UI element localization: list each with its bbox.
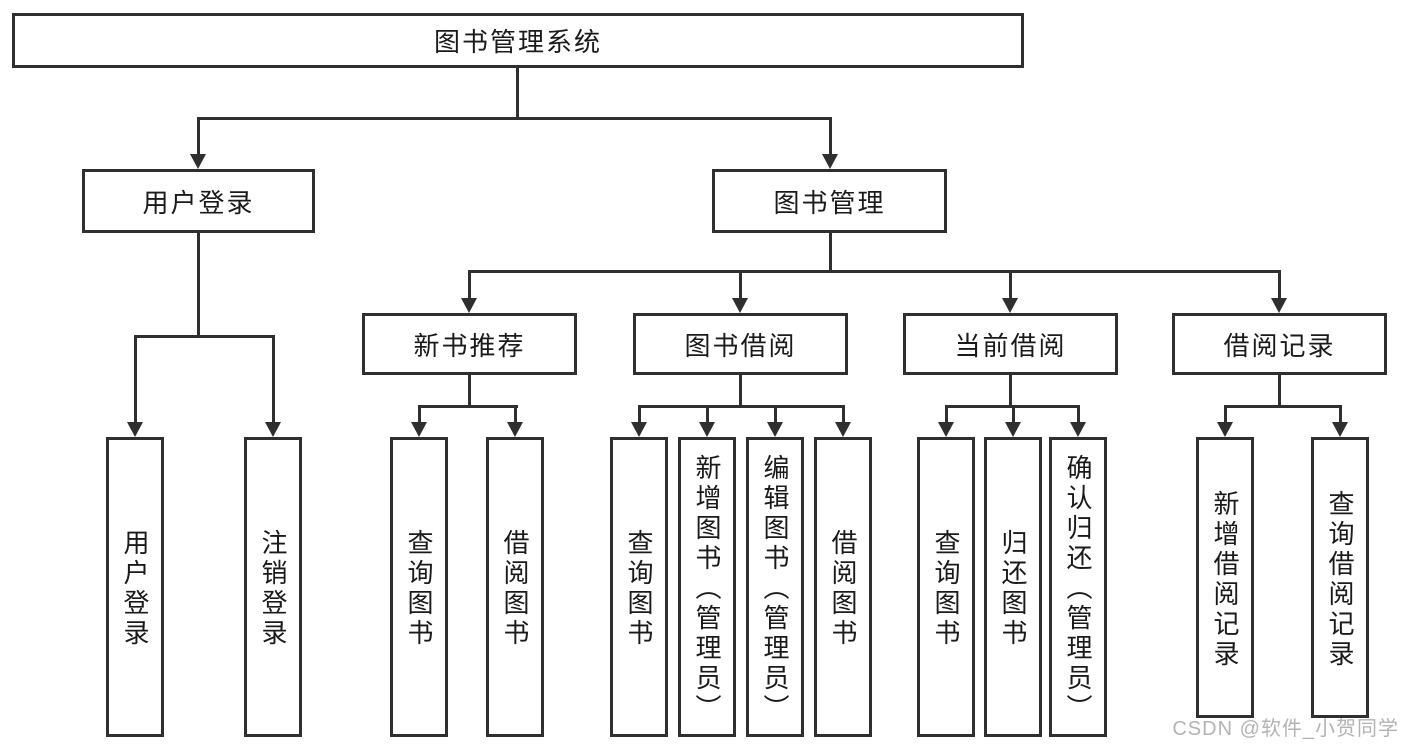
node-root: 图书管理系统 — [12, 13, 1024, 68]
leaf-search-books-recommend: 查询图书 — [390, 437, 448, 737]
connector-root-hline — [197, 117, 832, 120]
arrow-down-icon — [127, 422, 143, 437]
leaf-user-login: 用户登录 — [106, 437, 164, 737]
connector-g1-vline — [468, 374, 471, 408]
connector-g2-stem-1 — [638, 405, 641, 424]
leaf-return-book: 归还图书 — [984, 437, 1042, 737]
connector-root-stem-left — [197, 117, 200, 155]
connector-mgmt-stem-1 — [468, 270, 471, 300]
arrow-down-icon — [1070, 422, 1086, 437]
node-user-login: 用户登录 — [82, 169, 315, 233]
connector-g2-stem-2 — [706, 405, 709, 424]
connector-g3-stem-3 — [1077, 405, 1080, 424]
node-book-borrowing: 图书借阅 — [633, 313, 848, 375]
arrow-down-icon — [461, 298, 477, 313]
node-book-management: 图书管理 — [712, 169, 947, 233]
leaf-confirm-return-admin: 确认归还（管理员） — [1049, 437, 1107, 737]
connector-g4-hline — [1224, 405, 1341, 408]
connector-g2-stem-4 — [842, 405, 845, 424]
connector-root-stem-right — [829, 117, 832, 155]
node-new-book-recommend: 新书推荐 — [362, 313, 577, 375]
arrow-down-icon — [1005, 422, 1021, 437]
arrow-down-icon — [631, 422, 647, 437]
arrow-down-icon — [822, 154, 838, 169]
connector-mgmt-stem-4 — [1278, 270, 1281, 300]
arrow-down-icon — [507, 422, 523, 437]
leaf-add-book-admin: 新增图书（管理员） — [678, 437, 736, 737]
arrow-down-icon — [835, 422, 851, 437]
connector-g1-stem-1 — [418, 405, 421, 424]
connector-login-stem-2 — [272, 335, 275, 424]
connector-g4-stem-2 — [1339, 405, 1342, 424]
connector-g1-stem-2 — [514, 405, 517, 424]
connector-login-stem-1 — [134, 335, 137, 424]
node-borrowing-records: 借阅记录 — [1172, 313, 1387, 375]
connector-mgmt-hline — [468, 270, 1281, 273]
arrow-down-icon — [411, 422, 427, 437]
arrow-down-icon — [265, 422, 281, 437]
connector-g2-vline — [739, 374, 742, 408]
connector-g2-hline — [638, 405, 845, 408]
arrow-down-icon — [1217, 422, 1233, 437]
connector-login-vline — [197, 232, 200, 338]
leaf-borrow-books-recommend: 借阅图书 — [486, 437, 544, 737]
connector-login-hline — [134, 335, 275, 338]
node-current-borrowing: 当前借阅 — [903, 313, 1118, 375]
arrow-down-icon — [1002, 298, 1018, 313]
arrow-down-icon — [732, 298, 748, 313]
arrow-down-icon — [767, 422, 783, 437]
connector-mgmt-vline — [829, 232, 832, 273]
connector-g2-stem-3 — [774, 405, 777, 424]
connector-g3-vline — [1009, 374, 1012, 408]
leaf-logout: 注销登录 — [244, 437, 302, 737]
leaf-edit-book-admin: 编辑图书（管理员） — [746, 437, 804, 737]
leaf-search-borrow-record: 查询借阅记录 — [1311, 437, 1369, 718]
arrow-down-icon — [699, 422, 715, 437]
arrow-down-icon — [1271, 298, 1287, 313]
connector-g4-vline — [1278, 374, 1281, 408]
connector-g3-stem-2 — [1012, 405, 1015, 424]
arrow-down-icon — [190, 154, 206, 169]
leaf-add-borrow-record: 新增借阅记录 — [1196, 437, 1254, 718]
leaf-search-books-borrowing: 查询图书 — [610, 437, 668, 737]
connector-g4-stem-1 — [1224, 405, 1227, 424]
connector-g1-hline — [418, 405, 518, 408]
connector-mgmt-stem-2 — [739, 270, 742, 300]
connector-root-vline — [516, 66, 519, 119]
connector-mgmt-stem-3 — [1009, 270, 1012, 300]
arrow-down-icon — [938, 422, 954, 437]
watermark: CSDN @软件_小贺同学 — [1172, 718, 1399, 740]
connector-g3-stem-1 — [945, 405, 948, 424]
leaf-borrow-books-borrowing: 借阅图书 — [814, 437, 872, 737]
arrow-down-icon — [1332, 422, 1348, 437]
leaf-search-books-current: 查询图书 — [917, 437, 975, 737]
